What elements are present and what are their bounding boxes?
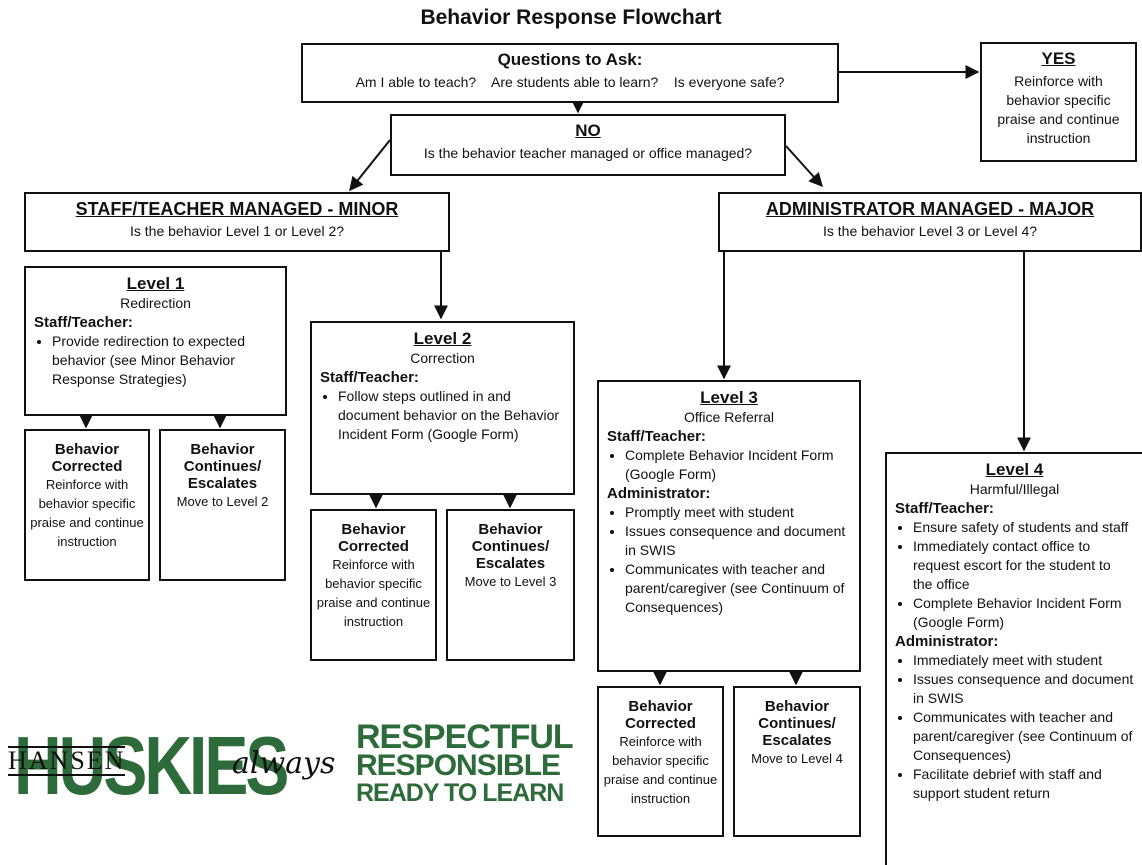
- question-safe: Is everyone safe?: [673, 74, 785, 90]
- major-box: ADMINISTRATOR MANAGED - MAJOR Is the beh…: [718, 192, 1142, 252]
- no-heading: NO: [575, 121, 601, 140]
- level3-admin-item: Communicates with teacher and parent/car…: [625, 560, 851, 617]
- level2-continues-box: Behavior Continues/ Escalates Move to Le…: [446, 509, 575, 661]
- level3-role-admin: Administrator:: [607, 485, 711, 502]
- move-level4: Move to Level 4: [751, 751, 843, 766]
- level3-role-staff: Staff/Teacher:: [607, 428, 706, 445]
- corrected-title: Behavior Corrected: [51, 441, 123, 475]
- level2-sub: Correction: [410, 350, 475, 366]
- no-text: Is the behavior teacher managed or offic…: [423, 145, 753, 161]
- level3-staff-item: Complete Behavior Incident Form (Google …: [625, 446, 851, 484]
- minor-heading: STAFF/TEACHER MANAGED - MINOR: [75, 199, 399, 219]
- no-box: NO Is the behavior teacher managed or of…: [390, 114, 786, 176]
- major-text: Is the behavior Level 3 or Level 4?: [822, 223, 1038, 239]
- level2-box: Level 2 Correction Staff/Teacher: Follow…: [310, 321, 575, 495]
- level2-corrected-box: Behavior Corrected Reinforce with behavi…: [310, 509, 437, 661]
- level4-admin-item: Facilitate debrief with staff and suppor…: [913, 765, 1134, 803]
- continues-title: Behavior Continues/ Escalates: [183, 441, 262, 492]
- level4-role-admin: Administrator:: [895, 633, 999, 650]
- questions-heading: Questions to Ask:: [497, 50, 643, 69]
- yes-text: Reinforce with behavior specific praise …: [997, 73, 1120, 146]
- corrected-title: Behavior Corrected: [625, 698, 696, 732]
- corrected-title: Behavior Corrected: [338, 521, 409, 555]
- move-level2: Move to Level 2: [176, 494, 269, 509]
- level3-corrected-box: Behavior Corrected Reinforce with behavi…: [597, 686, 724, 837]
- corrected-text: Reinforce with behavior specific praise …: [603, 734, 718, 806]
- corrected-text: Reinforce with behavior specific praise …: [316, 557, 431, 629]
- level4-staff-item: Immediately contact office to request es…: [913, 537, 1134, 594]
- huskies-text: HUSKIES: [14, 719, 289, 812]
- minor-box: STAFF/TEACHER MANAGED - MINOR Is the beh…: [24, 192, 450, 252]
- level4-sub: Harmful/Illegal: [969, 481, 1060, 497]
- values-wordmark: RESPECTFUL RESPONSIBLE READY TO LEARN: [356, 718, 588, 807]
- level4-admin-item: Issues consequence and document in SWIS: [913, 670, 1134, 708]
- questions-box: Questions to Ask: Am I able to teach? Ar…: [301, 43, 839, 103]
- school-logo: HUSKIES HANSEN always RESPECTFUL RESPONS…: [8, 718, 588, 812]
- continues-title: Behavior Continues/ Escalates: [758, 698, 836, 749]
- level1-role: Staff/Teacher:: [34, 314, 133, 331]
- level1-box: Level 1 Redirection Staff/Teacher: Provi…: [24, 266, 287, 416]
- level4-admin-item: Communicates with teacher and parent/car…: [913, 708, 1134, 765]
- minor-text: Is the behavior Level 1 or Level 2?: [129, 223, 345, 239]
- question-learn: Are students able to learn?: [491, 74, 659, 90]
- level1-corrected-box: Behavior Corrected Reinforce with behavi…: [24, 429, 150, 581]
- major-heading: ADMINISTRATOR MANAGED - MAJOR: [765, 199, 1095, 219]
- question-teach: Am I able to teach?: [355, 74, 477, 90]
- level4-heading: Level 4: [985, 460, 1044, 479]
- level3-admin-item: Promptly meet with student: [625, 503, 851, 522]
- corrected-text: Reinforce with behavior specific praise …: [30, 477, 144, 549]
- hansen-text: HANSEN: [8, 746, 126, 776]
- level1-item: Provide redirection to expected behavior…: [52, 332, 277, 389]
- level1-continues-box: Behavior Continues/ Escalates Move to Le…: [159, 429, 286, 581]
- level4-box: Level 4 Harmful/Illegal Staff/Teacher: E…: [885, 452, 1142, 865]
- huskies-wordmark: HUSKIES HANSEN: [8, 722, 289, 812]
- level3-admin-item: Issues consequence and document in SWIS: [625, 522, 851, 560]
- level3-box: Level 3 Office Referral Staff/Teacher: C…: [597, 380, 861, 672]
- level4-admin-item: Immediately meet with student: [913, 651, 1134, 670]
- level2-role: Staff/Teacher:: [320, 369, 419, 386]
- move-level3: Move to Level 3: [464, 574, 557, 589]
- yes-heading: YES: [1041, 49, 1076, 68]
- yes-box: YES Reinforce with behavior specific pra…: [980, 42, 1137, 162]
- level1-heading: Level 1: [126, 274, 185, 293]
- level3-continues-box: Behavior Continues/ Escalates Move to Le…: [733, 686, 861, 837]
- page-title: Behavior Response Flowchart: [420, 6, 722, 29]
- level2-item: Follow steps outlined in and document be…: [338, 387, 565, 444]
- level3-heading: Level 3: [700, 388, 758, 407]
- level4-staff-item: Complete Behavior Incident Form (Google …: [913, 594, 1134, 632]
- always-text: always: [232, 746, 336, 781]
- responsible-text: RESPONSIBLE: [356, 749, 561, 782]
- level2-heading: Level 2: [413, 329, 472, 348]
- level3-sub: Office Referral: [684, 409, 774, 425]
- level4-staff-item: Ensure safety of students and staff: [913, 518, 1134, 537]
- level1-sub: Redirection: [120, 295, 191, 311]
- level4-role-staff: Staff/Teacher:: [895, 500, 994, 517]
- respectful-text: RESPECTFUL: [356, 718, 574, 756]
- ready-to-learn-text: READY TO LEARN: [356, 779, 564, 807]
- continues-title: Behavior Continues/ Escalates: [471, 521, 550, 572]
